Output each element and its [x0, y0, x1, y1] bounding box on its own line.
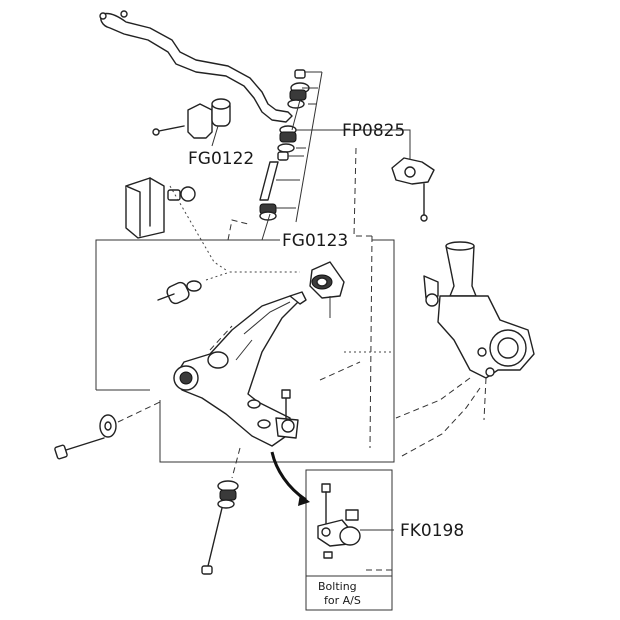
label-fk0198: FK0198 — [400, 521, 464, 541]
ball-joint-inset — [270, 451, 394, 611]
fp0825-leader — [276, 71, 340, 223]
guide-lines — [169, 185, 481, 457]
mounting-bracket — [125, 177, 196, 239]
lower-vertical-bolt — [201, 447, 241, 575]
long-bolt — [54, 401, 161, 460]
label-fg0122: FG0122 — [188, 149, 254, 169]
bushing-bracket — [152, 98, 231, 147]
label-fg0123: FG0123 — [282, 231, 348, 251]
rear-bushing — [309, 261, 345, 318]
inset-caption-line1: Bolting — [318, 580, 357, 593]
right-bracket — [340, 129, 435, 237]
lower-arm-box — [95, 239, 395, 463]
label-fp0825: FP0825 — [342, 121, 405, 141]
inset-caption-line2: for A/S — [324, 594, 361, 607]
front-bushing-bolt — [157, 271, 300, 305]
lower-control-arm — [173, 291, 307, 447]
stabilizer-link-stack — [259, 69, 310, 241]
stabilizer-bar — [99, 10, 293, 123]
steering-knuckle — [395, 241, 535, 421]
